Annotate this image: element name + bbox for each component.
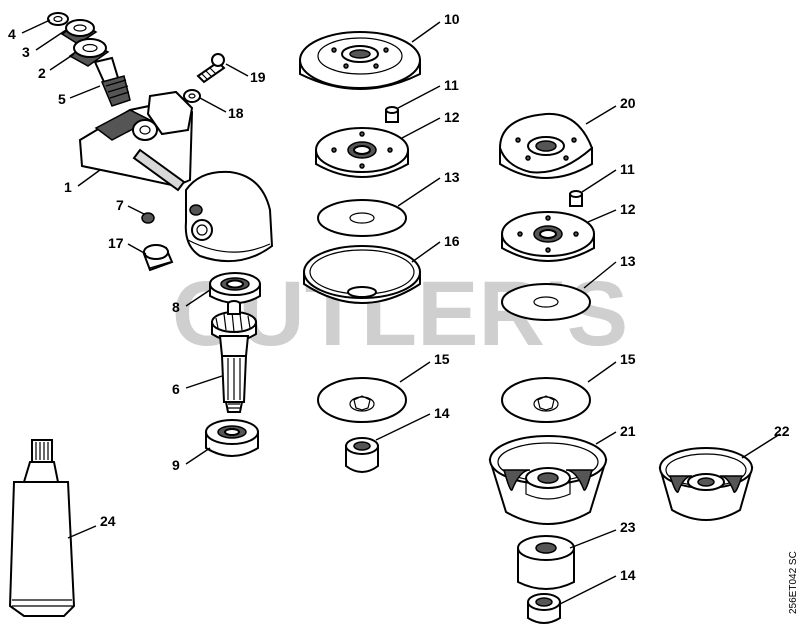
part-17-screw-plug	[142, 244, 174, 272]
callout-1: 1	[64, 179, 72, 195]
callout-3: 3	[22, 44, 30, 60]
callout-11-right: 11	[620, 161, 635, 177]
callout-14-right: 14	[620, 567, 636, 583]
part-11-screw-left	[385, 106, 399, 123]
callout-12-left: 12	[444, 109, 460, 125]
drawing-code: 256ET042 SC	[788, 551, 799, 614]
callout-15-right: 15	[620, 351, 636, 367]
callout-22: 22	[774, 423, 790, 439]
part-3-collar-nut	[60, 19, 98, 45]
callout-13-right: 13	[620, 253, 636, 269]
part-19-screw	[196, 53, 226, 84]
callout-23: 23	[620, 519, 636, 535]
callout-20: 20	[620, 95, 636, 111]
callout-9: 9	[172, 457, 180, 473]
callout-4: 4	[8, 26, 16, 42]
callout-24: 24	[100, 513, 116, 529]
callout-7: 7	[116, 197, 124, 213]
callout-16: 16	[444, 233, 460, 249]
part-4-nut	[47, 12, 69, 26]
part-9-ball-bearing	[205, 419, 259, 457]
part-10-thrust-plate	[299, 31, 421, 90]
callout-15-left: 15	[434, 351, 450, 367]
part-6-spindle	[211, 300, 257, 413]
part-12-thrust-washer-right	[501, 211, 595, 262]
part-5-bevel-pinion	[93, 56, 131, 107]
callout-11-left: 11	[444, 77, 459, 93]
part-16-ring	[303, 245, 421, 304]
callout-labels: 4 3 2 5 1 19 18 7 17 8 6 9 10 11 12 13 1…	[8, 11, 790, 583]
callout-19: 19	[250, 69, 266, 85]
part-23-sleeve	[517, 535, 575, 590]
part-13-disc-right	[501, 283, 591, 321]
part-11-screw-right	[569, 190, 583, 207]
part-15-protective-cup-left	[317, 377, 407, 423]
callout-13-left: 13	[444, 169, 460, 185]
part-2-collar-nut	[68, 38, 110, 67]
part-12-thrust-washer-left	[315, 127, 409, 178]
callout-8: 8	[172, 299, 180, 315]
part-14-nut-right	[527, 593, 561, 624]
callout-5: 5	[58, 91, 66, 107]
leader-lines	[21, 19, 781, 605]
part-24-grease-tube	[8, 439, 76, 617]
callout-21: 21	[620, 423, 636, 439]
callout-18: 18	[228, 105, 244, 121]
part-22-protective-cup	[658, 447, 754, 521]
callout-6: 6	[172, 381, 180, 397]
part-13-disc-left	[317, 199, 407, 237]
part-7-plug	[141, 212, 155, 224]
part-14-nut-left	[345, 437, 379, 473]
part-8-ball-bearing	[209, 272, 261, 304]
callout-17: 17	[108, 235, 124, 251]
part-18-washer	[183, 89, 201, 103]
part-1-gear-housing	[78, 90, 274, 263]
part-20-thrust-plate	[498, 112, 594, 179]
part-21-protective-cup-large	[488, 435, 608, 525]
part-15-protective-cup-right	[501, 377, 591, 423]
callout-10: 10	[444, 11, 460, 27]
callout-2: 2	[38, 65, 46, 81]
callout-14-left: 14	[434, 405, 450, 421]
callout-12-right: 12	[620, 201, 636, 217]
